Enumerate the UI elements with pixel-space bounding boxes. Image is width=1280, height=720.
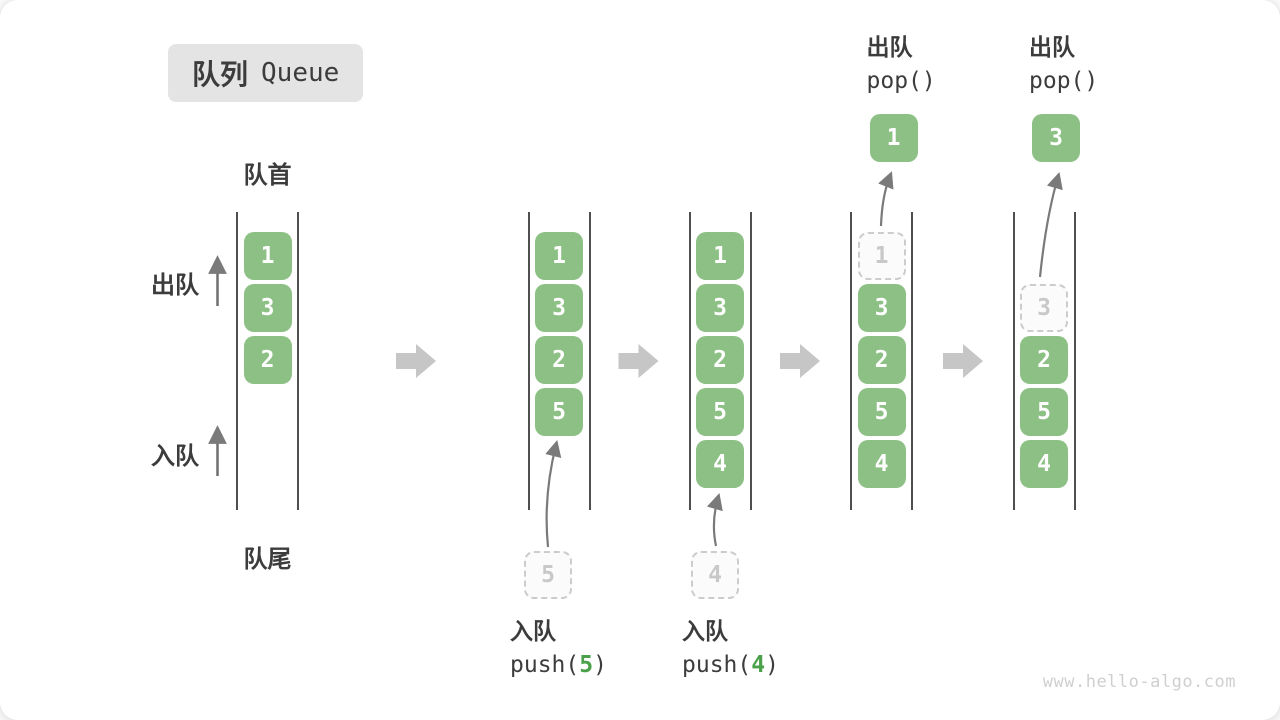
incoming-item: 5 xyxy=(524,551,572,599)
enqueue-5-arrow xyxy=(545,439,562,548)
queue-item: 5 xyxy=(1020,388,1068,436)
popped-item: 3 xyxy=(1032,114,1080,162)
queue-item: 2 xyxy=(535,336,583,384)
operation-arrows xyxy=(545,171,1063,548)
code-prefix: push( xyxy=(682,652,752,678)
code-prefix: push( xyxy=(510,652,580,678)
queue-item: 5 xyxy=(535,388,583,436)
operation-label-zh: 入队 xyxy=(682,618,728,644)
queue-wall-right xyxy=(588,212,591,510)
queue-item: 4 xyxy=(857,440,906,488)
step-arrow-1 xyxy=(396,344,436,378)
queue-item: 3 xyxy=(696,284,744,332)
operation-label: 出队 pop() xyxy=(1029,30,1098,98)
label-enqueue-side: 入队 xyxy=(151,443,199,470)
queue-item: 1 xyxy=(243,232,292,280)
incoming-item: 4 xyxy=(691,551,739,599)
queue-wall-left xyxy=(1012,212,1015,510)
code-argument: 4 xyxy=(751,652,766,678)
label-queue-rear: 队尾 xyxy=(243,546,292,573)
code-suffix: ) xyxy=(765,652,779,678)
dequeue-3-arrow xyxy=(1038,172,1063,278)
queue-item: 3 xyxy=(243,284,292,332)
label-dequeue-side: 出队 xyxy=(151,272,199,299)
queue-item: 4 xyxy=(1020,440,1068,488)
operation-label-zh: 出队 xyxy=(1029,34,1075,60)
queue-item: 3 xyxy=(535,284,583,332)
queue-item: 3 xyxy=(857,284,906,332)
dequeue-1-arrow xyxy=(878,171,894,227)
operation-label-zh: 出队 xyxy=(866,34,913,60)
queue-item-ghost: 3 xyxy=(1020,284,1068,332)
queue-wall-left xyxy=(527,212,530,510)
label-queue-front: 队首 xyxy=(243,162,292,189)
step-arrow-2 xyxy=(618,344,659,378)
code-prefix: pop() xyxy=(866,68,936,94)
queue-item: 1 xyxy=(535,232,583,280)
step-arrow-4 xyxy=(943,344,983,378)
queue-wall-right xyxy=(911,212,913,510)
step-arrow-3 xyxy=(780,344,820,378)
title-zh: 队列 xyxy=(192,59,249,90)
queue-item: 1 xyxy=(696,232,744,280)
queue-item: 4 xyxy=(696,440,744,488)
queue-item: 2 xyxy=(243,336,292,384)
queue-item: 5 xyxy=(857,388,906,436)
code-prefix: pop() xyxy=(1029,68,1099,94)
queue-item-ghost: 1 xyxy=(857,232,906,280)
operation-label-zh: 入队 xyxy=(510,618,556,644)
operation-label-code: pop() xyxy=(1029,64,1098,98)
operation-label: 出队 pop() xyxy=(867,30,936,98)
queue-wall-left xyxy=(688,212,691,510)
operation-label-code: push(5) xyxy=(510,648,607,682)
enqueue-4-arrow xyxy=(706,493,723,547)
title-en: Queue xyxy=(261,58,340,88)
operation-label: 入队 push(4) xyxy=(682,614,779,682)
queue-item: 2 xyxy=(857,336,906,384)
watermark: www.hello-algo.com xyxy=(1042,672,1236,692)
code-argument: 5 xyxy=(579,652,594,678)
queue-item: 2 xyxy=(696,336,744,384)
queue-item: 5 xyxy=(696,388,744,436)
queue-wall-right xyxy=(749,212,752,510)
queue-wall-left xyxy=(236,212,238,510)
queue-item: 2 xyxy=(1020,336,1068,384)
operation-label-code: push(4) xyxy=(682,648,779,682)
queue-wall-left xyxy=(850,212,852,510)
queue-wall-right xyxy=(1073,212,1076,510)
code-suffix: ) xyxy=(593,652,607,678)
popped-item: 1 xyxy=(869,114,918,162)
queue-wall-right xyxy=(297,212,299,510)
operation-label-code: pop() xyxy=(867,64,936,98)
operation-label: 入队 push(5) xyxy=(510,614,607,682)
title-badge: 队列 Queue xyxy=(168,44,364,102)
